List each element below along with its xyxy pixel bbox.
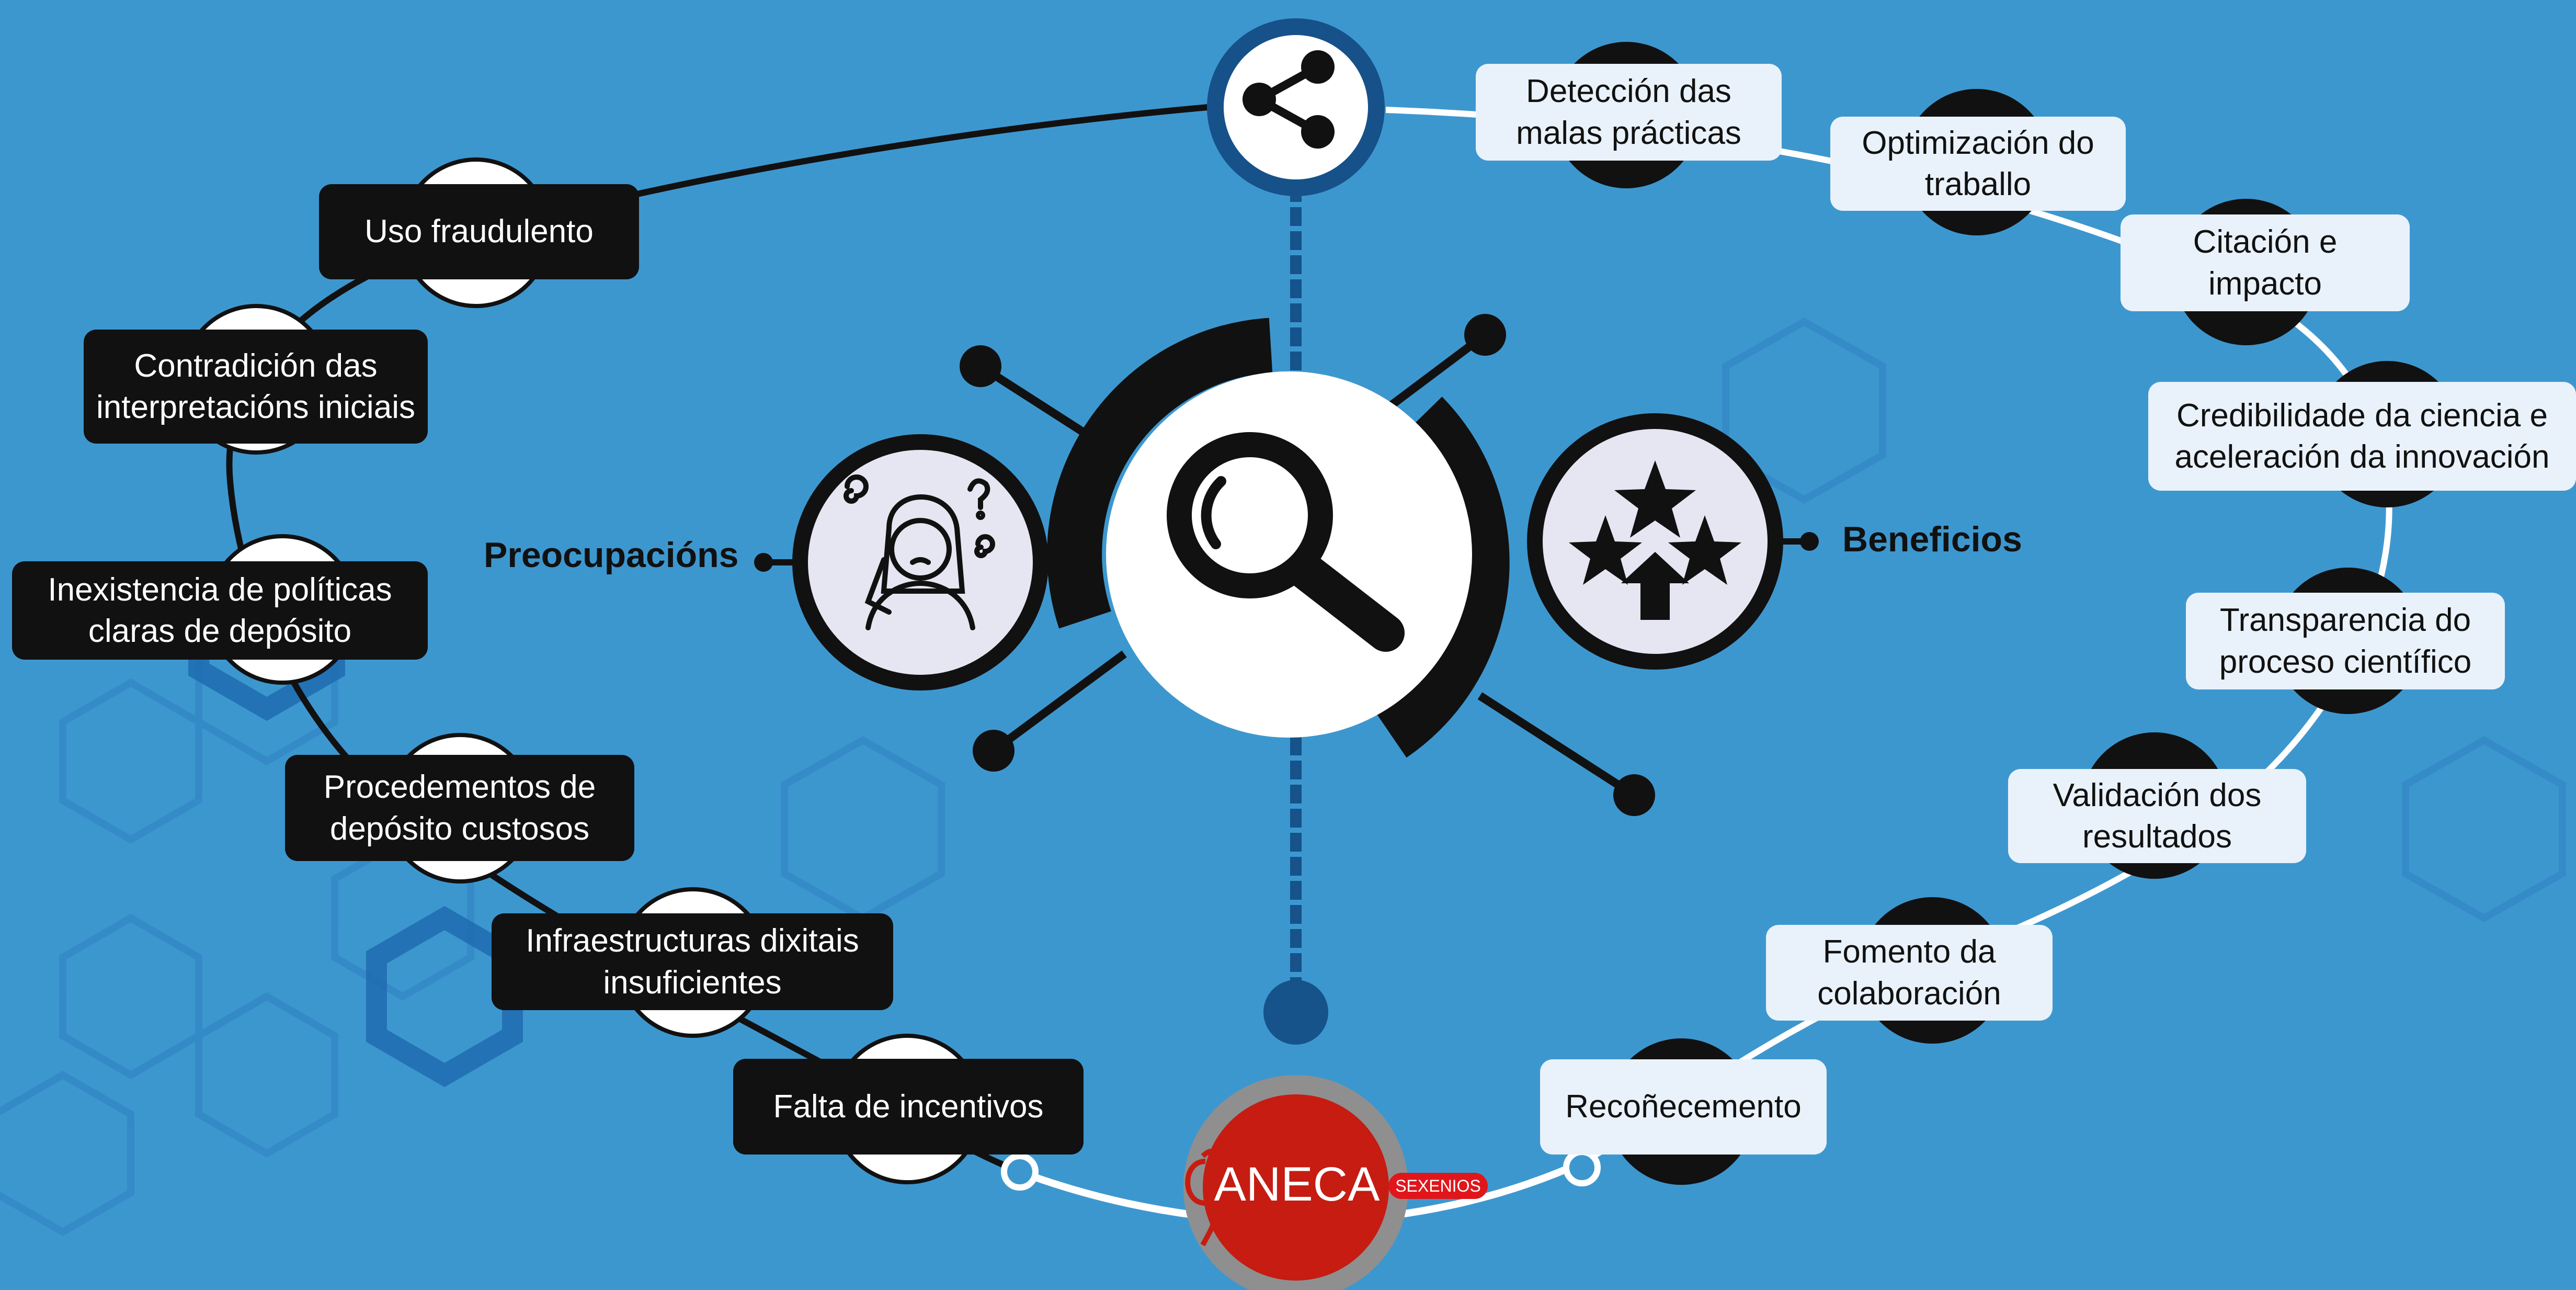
centre-arc-left bbox=[1047, 318, 1273, 629]
concern-item: Contradición das interpretacións iniciai… bbox=[84, 330, 428, 444]
centre-circle bbox=[1106, 371, 1472, 738]
benefit-item: Citación e impacto bbox=[2121, 214, 2410, 311]
spoke-dot bbox=[960, 345, 1001, 387]
aneca-logo-text: ANECA bbox=[1214, 1158, 1381, 1211]
concern-item: Procedementos de depósito custosos bbox=[285, 755, 634, 861]
sexenios-badge-bg bbox=[1388, 1173, 1488, 1199]
concern-item: Infraestructuras dixitais insuficientes bbox=[492, 913, 893, 1010]
spoke-dot bbox=[973, 730, 1015, 772]
benefit-item: Validación dos resultados bbox=[2008, 769, 2306, 863]
centre-spokes bbox=[978, 331, 1637, 799]
benefits-icon-inner bbox=[1543, 429, 1768, 654]
stars-up-icon bbox=[1569, 460, 1741, 620]
benefit-item: Credibilidade da ciencia e aceleración d… bbox=[2148, 382, 2576, 491]
concerns-heading: Preocupacións bbox=[484, 535, 739, 575]
benefit-item: Detección das malas prácticas bbox=[1476, 64, 1782, 161]
endpoint-left bbox=[1001, 1153, 1039, 1191]
benefit-item: Recoñecemento bbox=[1540, 1059, 1827, 1155]
share-icon bbox=[1243, 50, 1335, 149]
spoke-dot bbox=[1464, 314, 1506, 356]
magnifier-icon bbox=[1167, 432, 1405, 652]
concern-item: Uso fraudulento bbox=[319, 184, 639, 279]
right-connector-dot bbox=[1800, 532, 1819, 551]
benefit-item: Fomento da colaboración bbox=[1766, 925, 2053, 1021]
centre-arc-right bbox=[1375, 397, 1510, 758]
benefits-heading: Beneficios bbox=[1842, 519, 2022, 559]
concern-item: Falta de incentivos bbox=[733, 1059, 1084, 1155]
sexenios-badge: SEXENIOS bbox=[1395, 1176, 1481, 1195]
benefit-item: Optimización do traballo bbox=[1830, 117, 2126, 211]
worried-person-icon bbox=[844, 474, 995, 630]
concern-item: Inexistencia de políticas claras de depó… bbox=[12, 561, 428, 660]
left-connector-dot bbox=[754, 553, 773, 572]
vertical-end-dot bbox=[1263, 980, 1328, 1045]
spoke-dot bbox=[1613, 774, 1655, 816]
aneca-logo-circle bbox=[1203, 1094, 1389, 1281]
benefit-item: Transparencia do proceso científico bbox=[2186, 593, 2505, 689]
aneca-logo-mark bbox=[1185, 1148, 1223, 1247]
endpoint-right bbox=[1563, 1149, 1601, 1186]
